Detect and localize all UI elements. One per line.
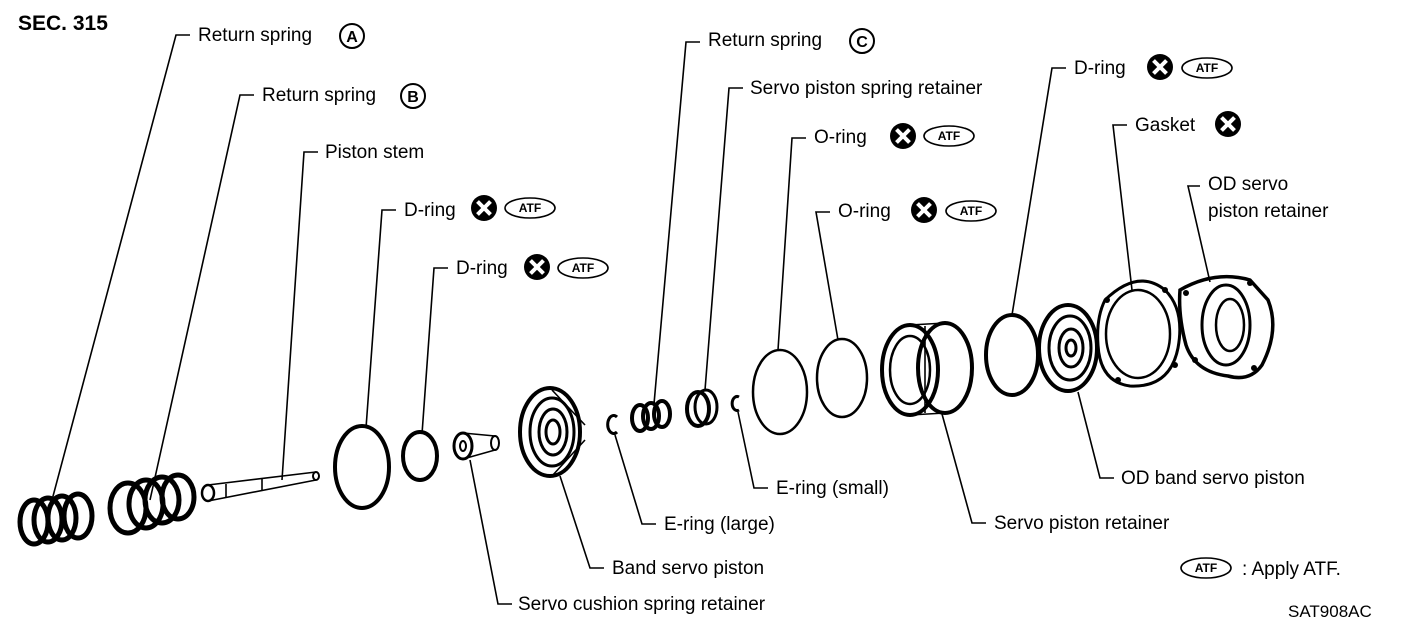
leader-d-ring-2 [421,267,448,435]
label-return-spring-b-text: Return spring [262,85,376,106]
label-od-servo-piston-retainer-line1: OD servo [1208,174,1288,195]
leader-e-ring-small [737,411,768,489]
discard-icon [909,195,939,225]
label-servo-piston-retainer: Servo piston retainer [994,513,1170,534]
label-o-ring-1-atf: ATF [938,129,960,143]
label-d-ring-3: D-ring ATF [1074,52,1233,82]
discard-icon [522,252,552,282]
atf-icon [557,257,609,279]
label-o-ring-2: O-ring ATF [838,195,997,225]
label-o-ring-2-text: O-ring [838,201,891,222]
label-return-spring-c: Return spring C [708,28,875,54]
leader-servo-cushion-spring-retainer [469,459,512,605]
section-number: SEC. 315 [18,12,108,35]
label-return-spring-a-text: Return spring [198,25,312,46]
label-e-ring-large: E-ring (large) [664,514,775,535]
e-ring-small-part [730,395,740,412]
return-spring-b-part [107,472,197,536]
label-servo-piston-spring-retainer: Servo piston spring retainer [750,78,983,99]
label-return-spring-b-letter: B [407,89,419,106]
label-d-ring-3-atf: ATF [1196,61,1218,75]
label-d-ring-2-atf: ATF [572,261,594,275]
label-o-ring-2-atf: ATF [960,204,982,218]
leader-return-spring-c [653,41,700,405]
legend-atf-symbol: ATF [1195,561,1217,575]
leader-return-spring-b [149,94,254,501]
od-band-servo-piston-part [1037,303,1099,393]
label-d-ring-1-atf: ATF [519,201,541,215]
leader-e-ring-large [614,434,656,525]
leader-o-ring-2 [815,211,839,341]
e-ring-large-part [606,414,619,435]
label-o-ring-1: O-ring ATF [814,121,975,151]
discard-icon [469,193,499,223]
atf-icon [1180,557,1232,579]
d-ring-3-part [984,313,1040,397]
label-band-servo-piston: Band servo piston [612,558,764,579]
atf-icon [504,197,556,219]
atf-icon [923,125,975,147]
label-od-servo-piston-retainer: OD servo piston retainer [1208,174,1329,222]
label-d-ring-1-text: D-ring [404,200,456,221]
servo-piston-spring-retainer-part [685,388,719,428]
o-ring-1-part [751,348,809,436]
servo-piston-retainer-part [880,321,974,417]
leader-od-band-servo-piston [1077,391,1114,479]
return-spring-c-part [630,399,672,433]
atf-icon [945,200,997,222]
gasket-part [1096,279,1182,388]
leader-return-spring-a [47,34,190,516]
atf-icon [1181,57,1233,79]
label-d-ring-3-text: D-ring [1074,58,1126,79]
figure-code: SAT908AC [1288,602,1372,621]
label-e-ring-small: E-ring (small) [776,478,889,499]
label-gasket: Gasket [1135,109,1243,139]
leader-o-ring-1 [777,137,806,351]
leader-servo-piston-spring-retainer [704,87,743,391]
discard-icon [1145,52,1175,82]
leader-servo-piston-retainer [941,413,986,524]
legend-text: : Apply ATF. [1242,559,1341,580]
leader-band-servo-piston [559,475,604,569]
d-ring-2-part [401,430,439,482]
label-return-spring-a-letter: A [346,29,358,46]
return-spring-a-part [17,491,95,547]
leader-od-servo-piston-retainer [1186,185,1211,283]
piston-stem-part [200,471,320,503]
label-gasket-text: Gasket [1135,115,1196,136]
label-return-spring-c-letter: C [856,34,868,51]
label-d-ring-2-text: D-ring [456,258,508,279]
label-od-servo-piston-retainer-line2: piston retainer [1208,201,1329,222]
o-ring-2-part [815,337,869,419]
label-return-spring-a: Return spring A [198,23,365,49]
label-d-ring-2: D-ring ATF [456,252,609,282]
legend: ATF : Apply ATF. [1180,557,1341,580]
band-servo-piston-part [518,386,586,478]
servo-cushion-spring-retainer-part [452,431,500,461]
label-piston-stem: Piston stem [325,142,424,163]
leader-d-ring-1 [365,209,396,429]
label-od-band-servo-piston: OD band servo piston [1121,468,1305,489]
label-d-ring-1: D-ring ATF [404,193,556,223]
label-return-spring-b: Return spring B [262,83,426,109]
leader-d-ring-3 [1011,67,1066,316]
od-servo-piston-retainer-part [1177,274,1275,380]
label-o-ring-1-text: O-ring [814,127,867,148]
discard-icon [888,121,918,151]
discard-icon [1213,109,1243,139]
leader-gasket [1112,124,1133,291]
leader-piston-stem [281,151,318,481]
label-return-spring-c-text: Return spring [708,30,822,51]
d-ring-1-part [333,424,391,510]
label-servo-cushion-spring-retainer: Servo cushion spring retainer [518,594,766,615]
